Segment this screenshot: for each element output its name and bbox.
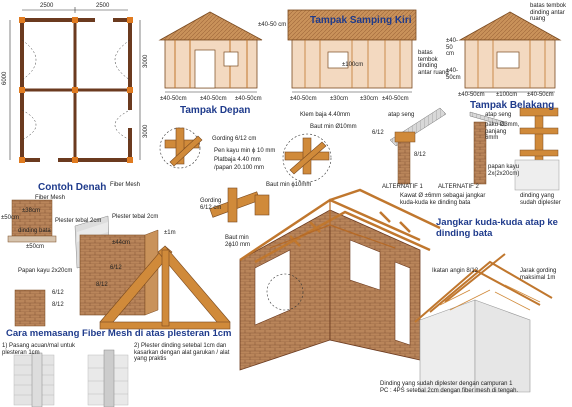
anchor-kawat: Kawat Ø ±6mm sebagai jangkar kuda-kuda k… xyxy=(400,193,486,206)
depan-height: ±40-50 cm xyxy=(258,22,287,28)
anchor-atap-seng: atap seng xyxy=(388,112,415,118)
detail-d50: ±50cm xyxy=(1,215,19,221)
joint-gording: Gording 6/12 cm xyxy=(212,136,257,142)
belakang-batas: batas tembok dinding antar ruang xyxy=(530,3,567,23)
detail-d38: ±38cm xyxy=(22,208,40,214)
anchor-details xyxy=(389,107,560,191)
joint-baut3: Baut min 2ϕ10 mm xyxy=(225,235,251,248)
joint-klem: Klem baja 4.40mm xyxy=(300,112,351,118)
detail-s1: 6/12 xyxy=(110,265,122,271)
detail-dinding-bata: dinding bata xyxy=(18,228,51,234)
anchor-atap-seng-2: atap seng xyxy=(485,112,512,118)
title-depan: Tampak Depan xyxy=(180,105,251,116)
floor-plan xyxy=(9,7,141,164)
mesh-details xyxy=(7,199,231,330)
step-2: 2) Plester dinding setebal 1cm dan kasar… xyxy=(134,343,230,363)
joint-baut: Baut min Ø10mm xyxy=(310,124,357,130)
joint-baut2: Baut min ϕ10mm xyxy=(266,182,312,188)
samping-batas: batas tembok dinding antar ruang xyxy=(418,50,449,76)
title-fiber: Cara memasang Fiber Mesh di atas plester… xyxy=(6,328,232,339)
belakang-w3: ±40-50cm xyxy=(527,92,554,98)
detail-d44: ±44cm xyxy=(112,240,130,246)
joint-pen: Pen kayu min ϕ 10 mm xyxy=(214,148,276,154)
title-denah: Contoh Denah xyxy=(38,182,107,193)
title-belakang: Tampak Belakang xyxy=(470,100,555,111)
belakang-w1: ±40-50cm xyxy=(458,92,485,98)
samping-mid: ±100cm xyxy=(342,62,364,68)
anchor-papan: papan kayu 2x(2x20cm) xyxy=(488,164,520,177)
samping-w1: ±40-50cm xyxy=(290,96,317,102)
plan-dim-right-1: 3000 xyxy=(143,54,149,68)
detail-fiber-mesh-2: Fiber Mesh xyxy=(110,182,141,188)
samping-w2: ±30cm xyxy=(330,96,348,102)
finished-house xyxy=(414,253,553,393)
ikatan-angin: Ikatan angin 8/12 xyxy=(432,268,479,274)
belakang-w2: ±100cm xyxy=(496,92,518,98)
samping-w3: ±30cm xyxy=(360,96,378,102)
belakang-h1: ±40-50 cm xyxy=(446,38,458,58)
dinding-note: Dinding yang sudah diplester dengan camp… xyxy=(380,381,519,394)
anchor-dinding: dinding yang sudah diplester xyxy=(520,193,561,206)
anchor-size-b: 8/12 xyxy=(414,152,426,158)
belakang-h2: ±40-50cm xyxy=(446,68,461,81)
samping-w4: ±40-50cm xyxy=(382,96,409,102)
detail-fiber-mesh: Fiber Mesh xyxy=(35,195,66,201)
detail-s3: 8/12 xyxy=(52,302,64,308)
plan-dim-right-2: 3000 xyxy=(143,124,149,138)
detail-d1m: ±1m xyxy=(164,230,176,236)
title-jangkar: Jangkar kuda-kuda atap ke dinding bata xyxy=(436,217,558,239)
title-samping: Tampak Samping Kiri xyxy=(310,15,412,26)
plan-dim-top-1: 2500 xyxy=(40,3,54,9)
elevation-back xyxy=(458,11,562,93)
depan-w1: ±40-50cm xyxy=(160,96,187,102)
plaster-steps xyxy=(13,349,129,407)
joint-gording2: Gording 6/12 cm xyxy=(200,198,222,211)
house-3d xyxy=(239,188,441,371)
plan-dim-top-2: 2500 xyxy=(96,3,110,9)
detail-s2: 8/12 xyxy=(96,282,108,288)
step-1: 1) Pasang acuan/mal untuk plesteran 1cm xyxy=(2,343,76,356)
joint-papan: /papan 20.100 mm xyxy=(214,165,265,171)
anchor-alt1: ALTERNATIF 1 xyxy=(382,184,423,190)
elevation-front xyxy=(158,11,263,93)
timber-joints xyxy=(159,127,332,223)
detail-s4: 6/12 xyxy=(52,290,64,296)
elevation-left xyxy=(287,9,417,93)
detail-plester: Plester tebal 2cm xyxy=(55,218,102,224)
joint-plat: Platbaja 4.40 mm xyxy=(214,157,261,163)
depan-w3: ±40-50cm xyxy=(235,96,262,102)
anchor-alt2: ALTERNATIF 2 xyxy=(438,184,479,190)
anchor-size-a: 6/12 xyxy=(372,130,384,136)
detail-plester-2: Plester tebal 2cm xyxy=(112,214,159,220)
plan-dim-left: 6000 xyxy=(2,71,8,85)
anchor-paku: paku Ø3mm, panjang 6mm xyxy=(485,122,520,142)
jarak-gording: Jarak gording maksimal 1m xyxy=(520,268,557,281)
detail-papan: Papan kayu 2x20cm xyxy=(18,268,73,274)
depan-w2: ±40-50cm xyxy=(200,96,227,102)
detail-d50b: ±50cm xyxy=(26,244,44,250)
